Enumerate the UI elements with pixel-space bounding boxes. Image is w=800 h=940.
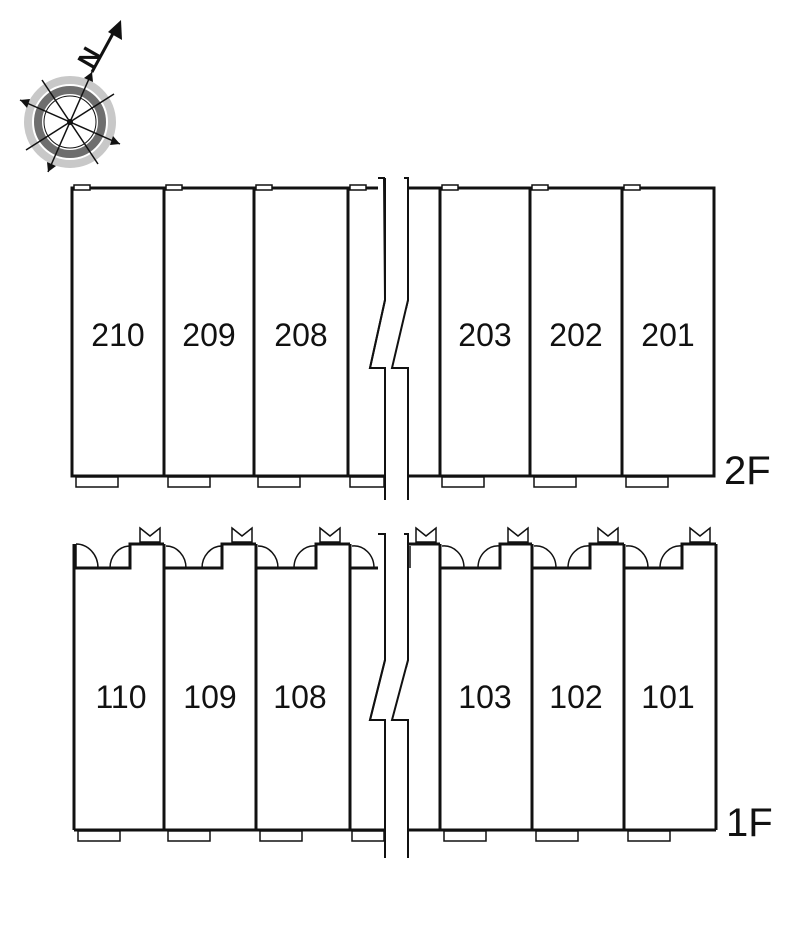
unit-label: 210	[91, 317, 144, 353]
floor-2f: 210 209 208 203 202 201 2F	[70, 184, 771, 493]
unit-label: 110	[95, 679, 146, 715]
unit-201	[620, 186, 716, 478]
floor-1f: 110 109 108 103 102 101 1F	[72, 526, 773, 845]
unit-label: 103	[458, 679, 511, 715]
compass-rose-icon: N	[19, 20, 122, 173]
compass-north-label: N	[71, 42, 106, 73]
unit-label: 201	[641, 317, 694, 353]
unit-label: 108	[273, 679, 326, 715]
unit-label: 208	[274, 317, 327, 353]
unit-label: 209	[182, 317, 235, 353]
unit-label: 109	[183, 679, 236, 715]
unit-208	[252, 186, 350, 478]
unit-label: 202	[549, 317, 602, 353]
floor-label-2f: 2F	[724, 449, 771, 493]
unit-label: 203	[458, 317, 511, 353]
floor-label-1f: 1F	[726, 801, 773, 845]
unit-label: 102	[549, 679, 602, 715]
unit-label: 101	[641, 679, 694, 715]
